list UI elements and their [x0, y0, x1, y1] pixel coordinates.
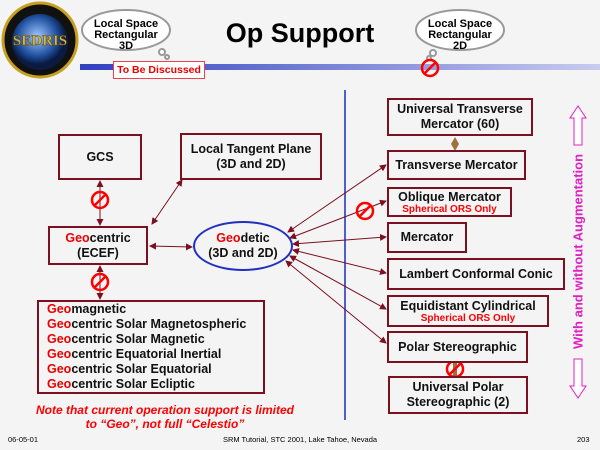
geo-list-box: Geomagnetic Geocentric Solar Magnetosphe… — [37, 300, 265, 394]
thought-cloud-left — [81, 9, 171, 60]
lambert-box: Lambert Conformal Conic — [387, 258, 565, 290]
geodetic-ellipse: Geodetic(3D and 2D) — [193, 221, 293, 271]
footer-center: SRM Tutorial, STC 2001, Lake Tahoe, Neva… — [222, 435, 378, 444]
svg-text:SEDRIS: SEDRIS — [13, 33, 67, 49]
transverse-mercator-box: Transverse Mercator — [387, 150, 526, 180]
footer-date: 06-05-01 — [8, 435, 39, 444]
no-sign-icon — [90, 272, 110, 292]
list-item: Geocentric Equatorial Inertial — [47, 347, 222, 361]
down-arrow-icon — [569, 358, 587, 399]
no-sign-icon — [355, 201, 375, 221]
page-title: Op Support — [225, 18, 375, 48]
diamond-connector — [451, 137, 459, 151]
title-rule — [80, 64, 600, 70]
list-item: Geomagnetic — [47, 302, 127, 316]
list-item: Geocentric Solar Ecliptic — [47, 377, 195, 391]
sedris-logo: SEDRIS — [1, 1, 79, 79]
gcs-box: GCS — [58, 134, 142, 180]
geocentric-box: Geocentric(ECEF) — [48, 226, 148, 265]
augmentation-label: With and without Augmentation — [570, 153, 586, 350]
no-sign-icon — [420, 58, 440, 78]
polar-stereographic-box: Polar Stereographic — [387, 331, 528, 363]
note-text: Note that current operation support is l… — [35, 403, 295, 431]
to-be-discussed-badge: To Be Discussed — [113, 61, 205, 79]
page-number: 203 — [577, 435, 590, 444]
list-item: Geocentric Solar Equatorial — [47, 362, 212, 376]
local-tangent-plane-box: Local Tangent Plane(3D and 2D) — [180, 133, 322, 180]
up-arrow-icon — [569, 105, 587, 146]
mercator-box: Mercator — [387, 222, 467, 253]
list-item: Geocentric Solar Magnetospheric — [47, 317, 247, 331]
no-sign-icon — [90, 190, 110, 210]
list-item: Geocentric Solar Magnetic — [47, 332, 205, 346]
